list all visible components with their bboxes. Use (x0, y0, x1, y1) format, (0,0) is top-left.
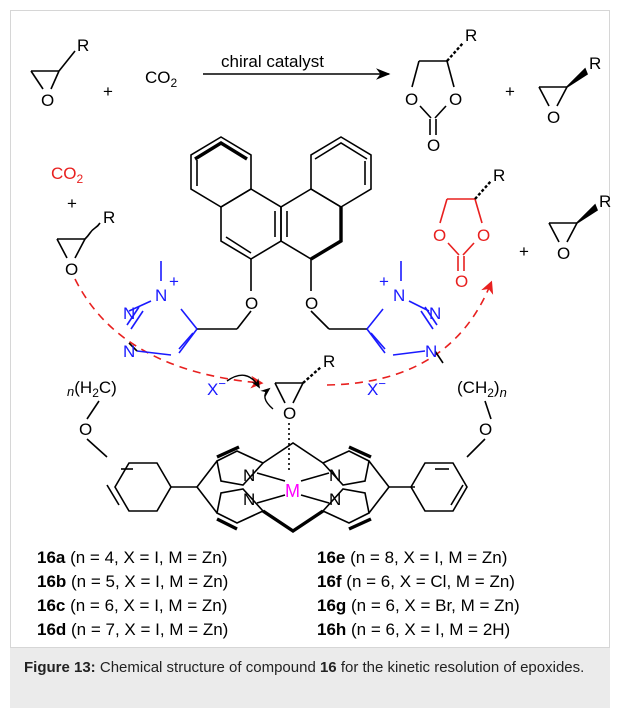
triazole-left-n1: N (155, 286, 167, 305)
cycle-carbonate-r: R (493, 166, 505, 185)
porphyrin-n2: N (329, 466, 341, 485)
compound-entry-16g: 16g (n = 6, X = Br, M = Zn) (317, 596, 520, 615)
compound-entry-16b: 16b (n = 5, X = I, M = Zn) (37, 572, 228, 591)
cycle-epoxide-left (56, 222, 101, 259)
bound-epoxide-o: O (283, 404, 296, 423)
cycle-epoxide-right-r: R (599, 192, 611, 211)
caption-text-after: for the kinetic resolution of epoxides. (336, 659, 585, 676)
remaining-r-label: R (589, 54, 601, 73)
compound-entry-16c: 16c (n = 6, X = I, M = Zn) (37, 596, 227, 615)
triazole-left-bond (128, 300, 152, 312)
co2-label: CO2 (145, 68, 178, 90)
cycle-epoxide-left-r: R (103, 208, 115, 227)
carbonate-o-right: O (449, 90, 462, 109)
ether-o-left: O (245, 294, 258, 313)
substrate-r-label: R (77, 36, 89, 55)
remaining-o-label: O (547, 108, 560, 127)
triazole-left-plus: + (169, 272, 179, 291)
cycle-epoxide-right-o: O (557, 244, 570, 263)
plus-sign-2: + (505, 82, 515, 101)
cycle-plus-left: + (67, 194, 77, 213)
catalyst-label: chiral catalyst (221, 52, 324, 71)
porphyrin-core (171, 442, 415, 534)
reaction-row (30, 42, 588, 135)
bound-epoxide (274, 366, 322, 404)
red-arc-left (74, 278, 264, 389)
cycle-plus-right: + (519, 242, 529, 261)
carbonate-o-carbonyl: O (427, 136, 440, 155)
red-arc-right (326, 280, 494, 386)
cycle-epoxide-left-o: O (65, 260, 78, 279)
triazole-right-plus: + (379, 272, 389, 291)
compound-entry-16a: 16a (n = 4, X = I, M = Zn) (37, 548, 227, 567)
cycle-carbonate-o2: O (477, 226, 490, 245)
porphyrin-n4: N (329, 490, 341, 509)
bound-epoxide-r: R (323, 352, 335, 371)
remaining-epoxide (538, 67, 588, 107)
triazole-left-n2: N (123, 304, 135, 323)
plus-sign: + (103, 82, 113, 101)
substrate-o-label: O (41, 91, 54, 110)
triazole-right-n3: N (425, 342, 437, 361)
caption-label: Figure 13: (24, 659, 96, 676)
racemic-epoxide (30, 50, 76, 90)
chain-left-label: n(H2C) (67, 378, 117, 400)
aryl-o-left: O (79, 420, 92, 439)
chemical-scheme: R O + CO2 chiral catalyst R O O O + R O … (30, 26, 611, 639)
carbonate-o-left: O (405, 90, 418, 109)
x-anion-right: X− (367, 376, 386, 399)
triazole-left-n3: N (123, 342, 135, 361)
triazole-right-n2: N (429, 304, 441, 323)
triazole-right-n1: N (393, 286, 405, 305)
cycle-carbonate-right (439, 180, 492, 271)
chain-bonds (86, 400, 492, 458)
metal-center: M (285, 481, 300, 501)
caption-compound: 16 (319, 659, 337, 676)
cyclic-carbonate-product (411, 42, 464, 135)
product-r-label: R (465, 26, 477, 45)
chain-right-label: (CH2)n (457, 378, 507, 400)
triazole-left (126, 261, 237, 356)
ether-o-right: O (305, 294, 318, 313)
triazole-right-bond (408, 300, 430, 312)
compound-entry-16f: 16f (n = 6, X = Cl, M = Zn) (317, 572, 515, 591)
binol-backbone (190, 136, 372, 330)
phenyl-rings (106, 462, 468, 512)
cycle-carbonate-o3: O (455, 272, 468, 291)
cycle-co2-label: CO2 (51, 164, 84, 186)
caption-text-before: Chemical structure of compound (95, 659, 320, 676)
x-anion-left: X− (207, 376, 226, 399)
o-activation-arrow (260, 387, 274, 410)
compound-entry-16d: 16d (n = 7, X = I, M = Zn) (37, 620, 228, 639)
compound-entry-16h: 16h (n = 6, X = I, M = 2H) (317, 620, 510, 639)
compound-list: 16a (n = 4, X = I, M = Zn) 16b (n = 5, X … (37, 548, 520, 639)
porphyrin-n1: N (243, 466, 255, 485)
porphyrin-n3: N (243, 490, 255, 509)
aryl-o-right: O (479, 420, 492, 439)
cycle-carbonate-o1: O (433, 226, 446, 245)
x-attack-arrow (226, 374, 261, 389)
figure-panel: R O + CO2 chiral catalyst R O O O + R O … (10, 10, 611, 648)
compound-entry-16e: 16e (n = 8, X = I, M = Zn) (317, 548, 507, 567)
cycle-epoxide-right (548, 203, 598, 243)
figure-caption: Figure 13: Chemical structure of compoun… (10, 648, 610, 708)
